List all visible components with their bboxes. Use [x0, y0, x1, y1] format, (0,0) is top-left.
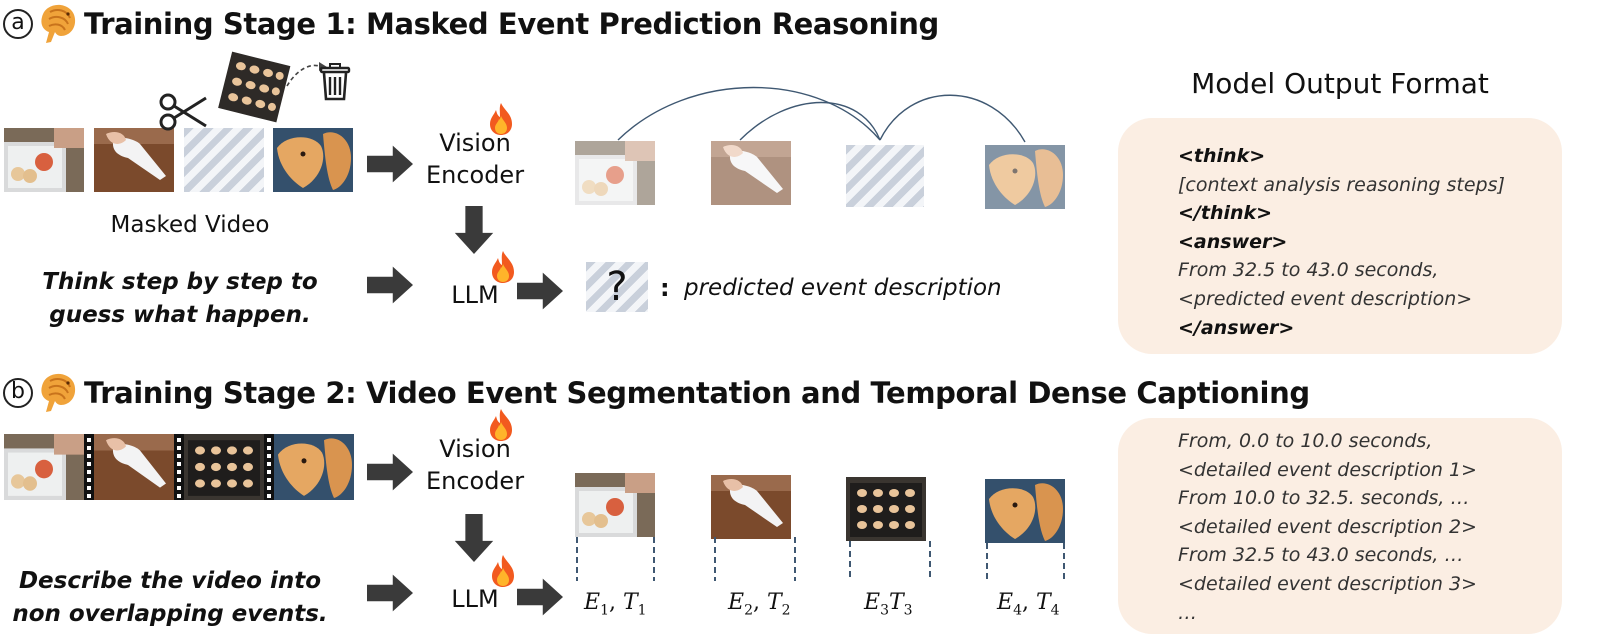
video-frame-1 [4, 128, 84, 192]
colon: : [660, 274, 670, 302]
stage1-marker: a [3, 9, 33, 39]
output-line-7: … [1178, 601, 1197, 624]
film-frame-1 [4, 434, 84, 500]
event-frame-3 [846, 477, 926, 541]
stage2-output-panel: From, 0.0 to 10.0 seconds, <detailed eve… [1118, 418, 1562, 634]
output-line-1: From, 0.0 to 10.0 seconds, [1178, 430, 1433, 452]
video-frame-2 [94, 128, 174, 192]
video-frame-4 [273, 128, 353, 192]
fire-icon [488, 250, 518, 284]
arrow-right-icon [367, 574, 413, 612]
masked-video-label: Masked Video [110, 212, 270, 238]
stage2-prompt: Describe the video into non overlapping … [0, 565, 340, 631]
shrimp-icon [38, 371, 78, 415]
reasoning-line: [context analysis reasoning steps] [1178, 173, 1505, 196]
output-line-6: <detailed event description 3> [1178, 572, 1477, 595]
encoded-frame-1 [575, 141, 655, 205]
event-boundaries [576, 537, 1065, 581]
output-line-3: From 10.0 to 32.5. seconds, … [1178, 487, 1470, 510]
output-line-5: From 32.5 to 43.0 seconds, … [1178, 544, 1464, 567]
cut-frame [218, 51, 291, 123]
vision-encoder-2: Vision Encoder [415, 433, 535, 497]
film-separator [84, 434, 94, 500]
scissors-icon [159, 93, 207, 131]
arrow-right-icon [517, 272, 563, 310]
encoded-frame-4 [985, 145, 1065, 209]
arrow-right-icon [517, 578, 563, 616]
fire-icon [486, 408, 516, 442]
film-frame-3 [184, 434, 264, 500]
stage1-prompt-line1: Think step by step to [42, 269, 318, 295]
stage1-title: Training Stage 1: Masked Event Predictio… [84, 7, 939, 41]
answer-time-line: From 32.5 to 43.0 seconds, [1178, 259, 1439, 282]
masked-frame [184, 128, 264, 192]
stage2-title: Training Stage 2: Video Event Segmentati… [84, 376, 1310, 410]
answer-desc-line: <predicted event description> [1178, 287, 1473, 310]
output-format-title: Model Output Format [1191, 67, 1489, 100]
llm-1: LLM [451, 281, 499, 309]
event-label-4: E4, T4 [997, 590, 1060, 619]
film-separator [174, 434, 184, 500]
question-mark: ? [606, 264, 628, 310]
shrimp-icon [38, 2, 78, 46]
event-label-3: E3T3 [864, 590, 913, 619]
film-frame-2 [94, 434, 174, 500]
stage1-prompt-line2: guess what happen. [49, 302, 311, 328]
trash-icon [319, 63, 351, 101]
arrow-right-icon [367, 145, 413, 183]
vision-encoder-2-line2: Encoder [425, 467, 525, 495]
fire-icon [486, 102, 516, 136]
answer-open-tag: <answer> [1178, 230, 1288, 253]
predicted-masked-frame [586, 262, 648, 312]
event-frame-1 [575, 473, 655, 537]
film-frame-4 [274, 434, 354, 500]
predicted-event-text: predicted event description [684, 275, 1002, 301]
output-line-2: <detailed event description 1> [1178, 458, 1477, 481]
output-line-4: <detailed event description 2> [1178, 515, 1477, 538]
think-close-tag: </think> [1178, 202, 1273, 225]
event-label-2: E2, T2 [728, 590, 791, 619]
vision-encoder-1: Vision Encoder [415, 127, 535, 191]
arrow-right-icon [367, 453, 413, 491]
llm-2: LLM [451, 585, 499, 613]
film-separator [264, 434, 274, 500]
stage2-prompt-line2: non overlapping events. [12, 601, 328, 627]
attention-arcs [617, 86, 1026, 143]
vision-encoder-1-line2: Encoder [425, 161, 525, 189]
arrow-right-icon [367, 266, 413, 304]
answer-close-tag: </answer> [1178, 316, 1295, 339]
stage2-marker: b [3, 378, 33, 408]
event-label-1: E1, T1 [584, 590, 647, 619]
encoded-frame-2 [711, 141, 791, 205]
vision-encoder-2-line1: Vision [439, 435, 511, 463]
fire-icon [488, 554, 518, 588]
arrow-down-icon [454, 206, 494, 254]
think-open-tag: <think> [1178, 145, 1266, 167]
output-format-panel: <think> [context analysis reasoning step… [1118, 118, 1562, 354]
stage1-prompt: Think step by step to guess what happen. [10, 266, 350, 332]
encoded-masked-frame [846, 145, 924, 207]
event-frame-4 [985, 479, 1065, 543]
vision-encoder-1-line1: Vision [439, 129, 511, 157]
video-filmstrip [4, 434, 354, 500]
stage2-prompt-line1: Describe the video into [18, 568, 322, 594]
event-frame-2 [711, 475, 791, 539]
